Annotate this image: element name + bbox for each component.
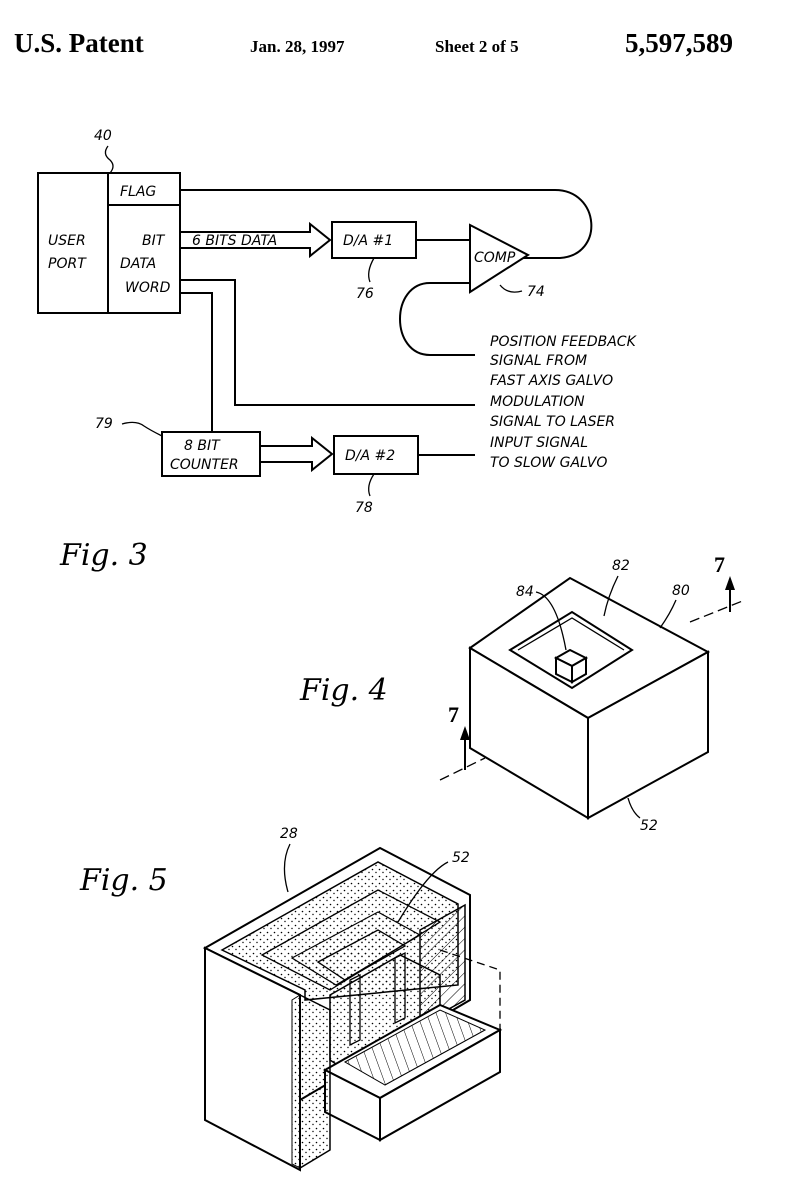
issue-date: Jan. 28, 1997 xyxy=(250,37,345,56)
ref-79: 79 xyxy=(95,416,113,432)
flag-feedback-line xyxy=(180,189,593,259)
small-cube-side xyxy=(571,656,587,684)
figure-5-label: Fig. 5 xyxy=(79,863,168,898)
ref-40-leader xyxy=(104,145,114,174)
ref-28-leader xyxy=(283,843,291,893)
ref-78: 78 xyxy=(355,500,373,516)
ref-84-leader xyxy=(535,591,567,651)
block-side xyxy=(379,1028,501,1142)
eight-bit-counter xyxy=(161,431,261,477)
section-label-upper: 7 xyxy=(714,552,725,577)
ref-52-fig4: 52 xyxy=(640,818,658,834)
phantom-outline xyxy=(439,949,501,1051)
comp-label: COMP xyxy=(474,250,516,266)
ref-76: 76 xyxy=(356,286,374,302)
cut-column-1 xyxy=(349,973,361,1047)
figure-3-block-diagram: USER PORT FLAG BIT DATA WORD 40 6 BITS D… xyxy=(37,128,638,573)
ref-74: 74 xyxy=(527,284,545,300)
figure-4-label: Fig. 4 xyxy=(299,673,388,708)
feedback-text-line1: POSITION FEEDBACK xyxy=(490,334,638,350)
figure-4-cube: 84 82 80 52 7 7 Fig. 4 xyxy=(299,552,746,834)
bit-label: BIT xyxy=(142,233,166,249)
recess-inner-edge xyxy=(517,617,625,651)
powder-step-3 xyxy=(316,929,407,981)
section-line-upper xyxy=(689,599,746,623)
cube-side-face xyxy=(587,650,709,820)
patent-number: 5,597,589 xyxy=(625,28,733,58)
flag-label: FLAG xyxy=(120,184,156,200)
ref-82: 82 xyxy=(612,558,630,574)
ref-40: 40 xyxy=(94,128,112,144)
ref-28: 28 xyxy=(280,826,298,842)
ref-52-fig4-leader xyxy=(627,797,641,819)
shell-front-face xyxy=(204,946,301,1172)
section-arrowhead-upper xyxy=(725,576,735,590)
word-label: WORD xyxy=(125,280,171,296)
figure-5-cutaway: 28 52 Fig. 5 xyxy=(79,826,503,1172)
cube-recess xyxy=(508,610,634,690)
shell-cut-face xyxy=(299,993,331,1170)
section-line-lower xyxy=(439,757,486,781)
section-label-lower: 7 xyxy=(448,702,459,727)
shell-wall-edge xyxy=(291,994,301,1169)
ref-78-leader xyxy=(368,473,375,497)
ref-76-leader xyxy=(368,257,375,283)
modulation-text-line2: SIGNAL TO LASER xyxy=(490,414,615,430)
da2-label: D/A #2 xyxy=(345,448,395,464)
ref-84: 84 xyxy=(516,584,534,600)
ref-79-leader xyxy=(121,421,163,437)
counter-bus-arrow xyxy=(260,435,334,473)
ref-80-leader xyxy=(659,599,677,629)
counter-label-line2: COUNTER xyxy=(170,457,239,473)
ref-74-leader xyxy=(499,284,523,293)
data-label: DATA xyxy=(120,256,156,272)
counter-label-line1: 8 BIT xyxy=(184,438,221,454)
data-bus-arrow xyxy=(180,221,332,259)
bits-data-label: 6 BITS DATA xyxy=(192,233,277,249)
figure-3-label: Fig. 3 xyxy=(59,538,148,573)
section-arrowhead-lower xyxy=(460,726,470,740)
ref-80: 80 xyxy=(672,583,690,599)
feedback-input-line xyxy=(399,282,475,356)
sheet-header: U.S. Patent Jan. 28, 1997 Sheet 2 of 5 5… xyxy=(14,28,733,58)
patent-office-title: U.S. Patent xyxy=(14,28,144,58)
sheet-number: Sheet 2 of 5 xyxy=(435,37,519,56)
cut-section-wall xyxy=(419,903,466,1027)
ref-52-fig5-leader xyxy=(397,861,449,923)
block-top-hatch xyxy=(343,1009,487,1086)
user-port-label-line1: USER xyxy=(48,233,86,249)
da1-label: D/A #1 xyxy=(343,233,393,249)
user-port-label-line2: PORT xyxy=(48,256,87,272)
cut-column-2 xyxy=(394,951,406,1025)
modulation-text-line1: MODULATION xyxy=(490,394,585,410)
feedback-text-line3: FAST AXIS GALVO xyxy=(490,373,613,389)
input-text-line1: INPUT SIGNAL xyxy=(490,435,588,451)
ref-52-fig5: 52 xyxy=(452,850,470,866)
ref-82-leader xyxy=(603,575,619,617)
feedback-text-line2: SIGNAL FROM xyxy=(490,353,587,369)
comparator xyxy=(469,223,531,294)
modulation-line xyxy=(180,279,475,406)
input-text-line2: TO SLOW GALVO xyxy=(490,455,607,471)
